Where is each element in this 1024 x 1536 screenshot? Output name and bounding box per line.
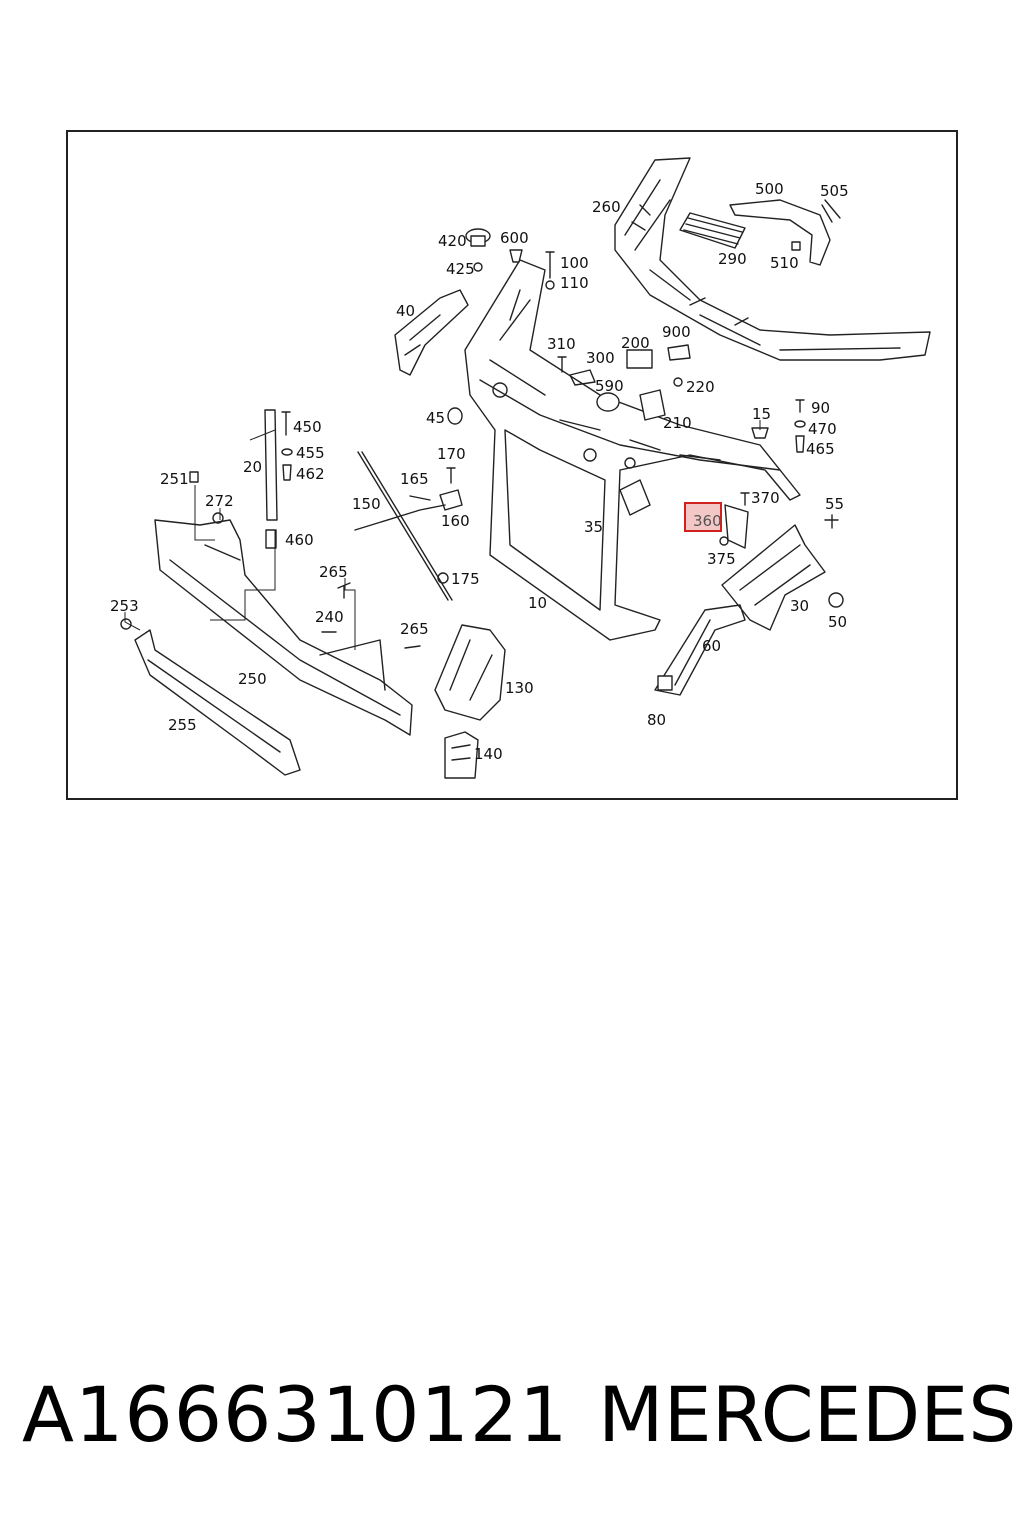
label-110: 110: [560, 274, 589, 292]
label-130: 130: [505, 679, 534, 697]
bolts-265-part: [321, 582, 421, 649]
label-300: 300: [586, 349, 615, 367]
label-220: 220: [686, 378, 715, 396]
label-272: 272: [205, 492, 234, 510]
label-260: 260: [592, 198, 621, 216]
highlight-box-360: [684, 502, 722, 532]
right-side-parts: [654, 399, 844, 696]
radiator-support-frame-part: [464, 259, 801, 641]
label-170: 170: [437, 445, 466, 463]
label-251: 251: [160, 470, 189, 488]
fasteners-top-part: [465, 228, 555, 290]
label-50: 50: [828, 613, 847, 631]
hood-stay-parts: [354, 407, 463, 601]
lower-member-250-part: [154, 471, 413, 736]
brand-name: MERCEDES: [598, 1370, 1017, 1459]
label-600: 600: [500, 229, 529, 247]
label-460: 460: [285, 531, 314, 549]
label-175: 175: [451, 570, 480, 588]
grille-290-part: [679, 212, 746, 249]
label-10: 10: [528, 594, 547, 612]
label-900: 900: [662, 323, 691, 341]
bracket-140-part: [444, 731, 479, 779]
label-310: 310: [547, 335, 576, 353]
label-590: 590: [595, 377, 624, 395]
label-210: 210: [663, 414, 692, 432]
latch-parts: [557, 344, 691, 421]
label-250: 250: [238, 670, 267, 688]
label-265-upper: 265: [319, 563, 348, 581]
label-370: 370: [751, 489, 780, 507]
lower-crossbar-255-part: [120, 618, 301, 776]
label-30: 30: [790, 597, 809, 615]
label-450: 450: [293, 418, 322, 436]
footer-caption: A1666310121 MERCEDES: [0, 1370, 1024, 1470]
part-number: A1666310121: [22, 1370, 569, 1459]
label-140: 140: [474, 745, 503, 763]
label-20: 20: [243, 458, 262, 476]
label-255: 255: [168, 716, 197, 734]
label-45: 45: [426, 409, 445, 427]
label-462: 462: [296, 465, 325, 483]
label-55: 55: [825, 495, 844, 513]
label-360: 360: [693, 512, 722, 530]
bracket-40-part: [394, 289, 469, 376]
label-375: 375: [707, 550, 736, 568]
label-40: 40: [396, 302, 415, 320]
label-265-lower: 265: [400, 620, 429, 638]
label-425: 425: [446, 260, 475, 278]
rod-20-part: [264, 409, 293, 549]
label-35: 35: [584, 518, 603, 536]
label-200: 200: [621, 334, 650, 352]
label-90: 90: [811, 399, 830, 417]
label-505: 505: [820, 182, 849, 200]
label-290: 290: [718, 250, 747, 268]
label-160: 160: [441, 512, 470, 530]
label-253: 253: [110, 597, 139, 615]
diagram-frame: [66, 130, 958, 800]
bracket-130-part: [434, 624, 506, 721]
label-240: 240: [315, 608, 344, 626]
label-510: 510: [770, 254, 799, 272]
upper-crossmember-part: [614, 157, 931, 361]
label-420: 420: [438, 232, 467, 250]
label-100: 100: [560, 254, 589, 272]
leader-lines: [124, 420, 761, 650]
label-80: 80: [647, 711, 666, 729]
label-150: 150: [352, 495, 381, 513]
label-500: 500: [755, 180, 784, 198]
label-470: 470: [808, 420, 837, 438]
air-duct-500-part: [729, 199, 841, 266]
label-165: 165: [400, 470, 429, 488]
label-15: 15: [752, 405, 771, 423]
label-465: 465: [806, 440, 835, 458]
label-455: 455: [296, 444, 325, 462]
label-60: 60: [702, 637, 721, 655]
